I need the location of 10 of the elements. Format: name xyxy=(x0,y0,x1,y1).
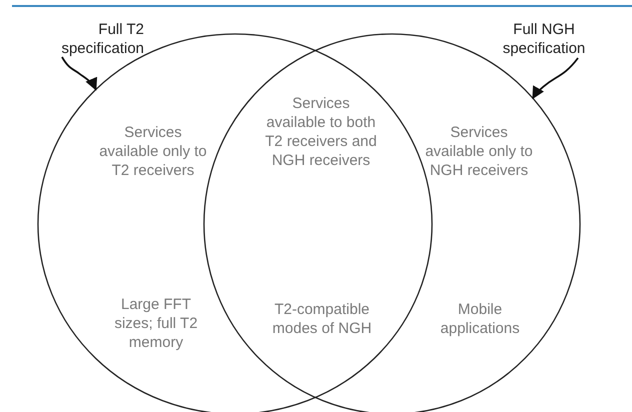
callout-text: Full T2 specification xyxy=(14,20,144,58)
region-label: Services available to both T2 receivers and NGH receivers xyxy=(264,94,378,170)
region-label: Services available only to NGH receivers xyxy=(424,123,534,180)
leader-arrow xyxy=(532,57,579,100)
leader-arrow xyxy=(61,56,97,91)
region-label: Large FFT sizes; full T2 memory xyxy=(113,295,199,352)
region-label: Mobile applications xyxy=(439,300,521,338)
callout-text: Full NGH specification xyxy=(478,20,610,58)
region-label: T2-compatible modes of NGH xyxy=(271,300,373,338)
region-label: Services available only to T2 receivers xyxy=(98,123,208,180)
